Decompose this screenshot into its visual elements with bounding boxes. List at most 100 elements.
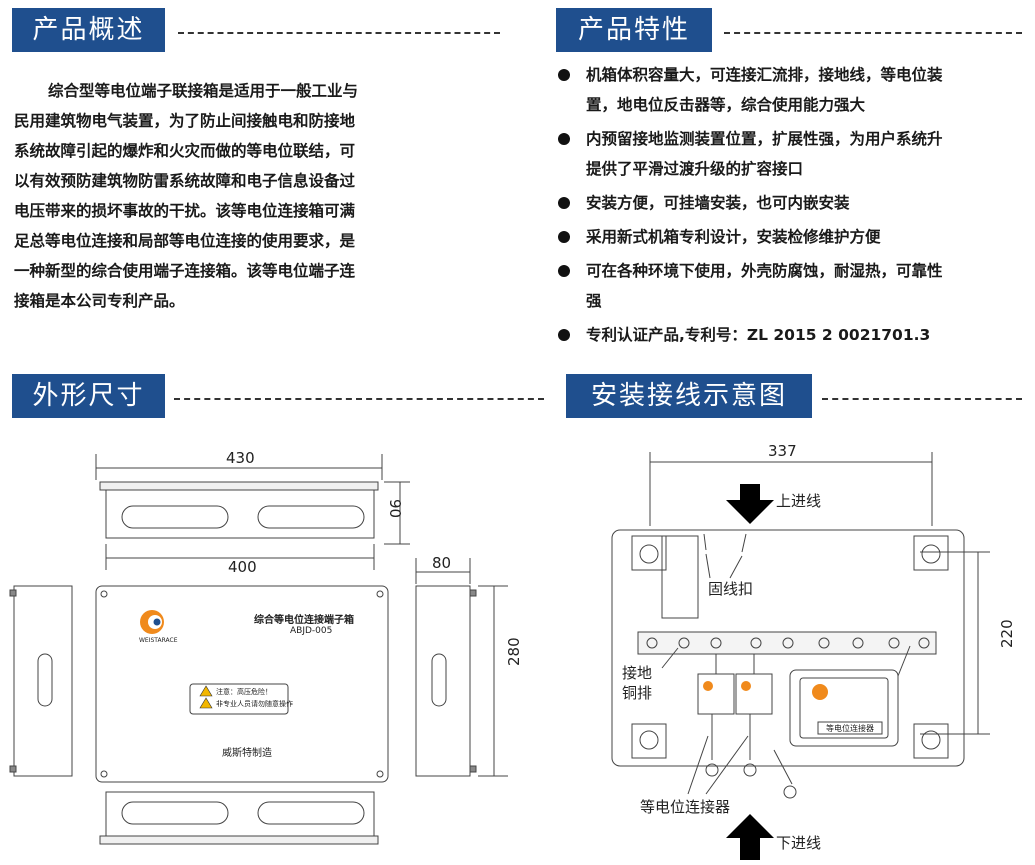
feature-line: 强 <box>586 292 602 310</box>
feature-item: 专利认证产品,专利号：ZL 2015 2 0021701.3 <box>556 320 1026 350</box>
overview-line: 一种新型的综合使用端子连接箱。该等电位端子连 <box>14 262 356 280</box>
bottom-view-flange <box>99 835 379 845</box>
overview-line: 综合型等电位端子联接箱是适用于一般工业与 <box>48 82 359 100</box>
feature-item: 采用新式机箱专利设计，安装检修维护方便 <box>556 222 1026 252</box>
feature-line: 安装方便，可挂墙安装，也可内嵌安装 <box>586 194 850 212</box>
warning-box <box>189 683 289 715</box>
feature-line: 专利认证产品,专利号：ZL 2015 2 0021701.3 <box>586 326 931 344</box>
surge-box-inner <box>799 677 889 739</box>
bottom-view-slot <box>257 801 365 825</box>
surge-box-tag-text: 等电位连接器 <box>826 724 874 733</box>
wiring-drawing <box>611 452 990 860</box>
right-side-view <box>415 585 471 777</box>
dimension-label-400: 400 <box>228 558 257 576</box>
mounting-hole <box>639 730 659 750</box>
features-header-divider <box>724 32 1022 34</box>
left-side-slot <box>37 653 53 707</box>
dimensions-header: 外形尺寸 <box>12 374 165 418</box>
screw-icon <box>376 770 384 778</box>
bullet-icon <box>558 69 570 81</box>
brand-logo-icon <box>741 681 751 691</box>
surge-box-tag <box>817 721 883 735</box>
brand-logo-icon <box>703 681 713 691</box>
ground-bar-label: 接地 <box>622 664 653 682</box>
clamp-label: 固线扣 <box>708 580 754 598</box>
overview-line: 以有效预防建筑物防雷系统故障和电子信息设备过 <box>14 172 356 190</box>
wiring-header-divider <box>822 398 1022 400</box>
panel-model: ABJD-005 <box>290 626 333 636</box>
screw-icon <box>469 589 477 597</box>
surge-box <box>789 669 899 747</box>
feature-line: 机箱体积容量大，可连接汇流排，接地线，等电位装 <box>586 66 943 84</box>
bottom-view-slot <box>121 801 229 825</box>
cable <box>897 645 911 677</box>
terminal-screw <box>888 637 900 649</box>
arrow-up-icon <box>726 814 774 860</box>
dimensions-header-divider <box>174 398 544 400</box>
overview-line: 接箱是本公司专利产品。 <box>14 292 185 310</box>
dimension-label-90: 90 <box>386 499 404 519</box>
terminal-screw <box>782 637 794 649</box>
feature-item: 可在各种环境下使用，外壳防腐蚀，耐湿热，可靠性 强 <box>556 256 1026 316</box>
clamp-pointer <box>705 553 743 579</box>
bullet-icon <box>558 265 570 277</box>
overview-header-divider <box>178 32 500 34</box>
dimensions-drawing <box>9 454 508 845</box>
overview-line: 系统故障引起的爆炸和火灾而做的等电位联结，可 <box>14 142 356 160</box>
dimension-label-280: 280 <box>505 637 523 666</box>
dimension-label-337: 337 <box>768 442 797 460</box>
top-inlet-label: 上进线 <box>776 492 822 510</box>
cable <box>773 749 793 785</box>
feature-item: 安装方便，可挂墙安装，也可内嵌安装 <box>556 188 1026 218</box>
connector-pointer <box>687 735 749 795</box>
overview-line: 足总等电位连接和局部等电位连接的使用要求，是 <box>14 232 356 250</box>
feature-line: 内预留接地监测装置位置，扩展性强，为用户系统升 <box>586 130 943 148</box>
arrow-down-icon <box>726 484 774 524</box>
overview-paragraph: 综合型等电位端子联接箱是适用于一般工业与 民用建筑物电气装置，为了防止间接触电和… <box>14 76 432 316</box>
feature-item: 内预留接地监测装置位置，扩展性强，为用户系统升 提供了平滑过渡升级的扩容接口 <box>556 124 1026 184</box>
terminal-screw <box>678 637 690 649</box>
cable-lug <box>783 785 797 799</box>
dimension-label-80: 80 <box>432 554 452 572</box>
mounting-hole <box>631 723 667 759</box>
overview-line: 电压带来的损坏事故的干扰。该等电位连接箱可满 <box>14 202 356 220</box>
cable-duct <box>661 535 699 619</box>
bullet-icon <box>558 231 570 243</box>
mounting-hole <box>913 723 949 759</box>
feature-line: 提供了平滑过渡升级的扩容接口 <box>586 160 804 178</box>
screw-icon <box>9 589 17 597</box>
mounting-hole <box>921 730 941 750</box>
overview-header: 产品概述 <box>12 8 165 52</box>
bullet-icon <box>558 329 570 341</box>
feature-line: 采用新式机箱专利设计，安装检修维护方便 <box>586 228 881 246</box>
mounting-hole <box>639 544 659 564</box>
bottom-view-body <box>105 791 375 837</box>
mounting-hole <box>913 535 949 571</box>
dimension-label-220: 220 <box>998 619 1016 648</box>
ground-bar-label: 铜排 <box>622 684 653 702</box>
screw-icon <box>100 770 108 778</box>
right-side-slot <box>431 653 447 707</box>
feature-line: 可在各种环境下使用，外壳防腐蚀，耐湿热，可靠性 <box>586 262 943 280</box>
screw-icon <box>469 765 477 773</box>
features-header: 产品特性 <box>556 8 712 52</box>
connector-label: 等电位连接器 <box>640 798 731 816</box>
bullet-icon <box>558 133 570 145</box>
enclosure-outline <box>611 529 965 767</box>
top-view-slot <box>121 505 229 529</box>
equipotential-connector <box>735 673 773 715</box>
warning-text-2: 非专业人员请勿随意操作 <box>216 700 293 708</box>
warning-text-1: 注意：高压危险！ <box>216 688 272 696</box>
brand-logo-icon <box>812 684 828 700</box>
terminal-screw <box>852 637 864 649</box>
screw-icon <box>100 590 108 598</box>
bottom-inlet-label: 下进线 <box>776 834 822 852</box>
panel-title: 综合等电位连接端子箱 <box>254 615 354 626</box>
top-view-slot <box>257 505 365 529</box>
screw-icon <box>9 765 17 773</box>
front-panel <box>95 585 389 783</box>
mounting-hole <box>631 535 667 571</box>
wiring-header: 安装接线示意图 <box>566 374 812 418</box>
top-view-flange <box>99 481 379 491</box>
top-view-body <box>105 489 375 539</box>
